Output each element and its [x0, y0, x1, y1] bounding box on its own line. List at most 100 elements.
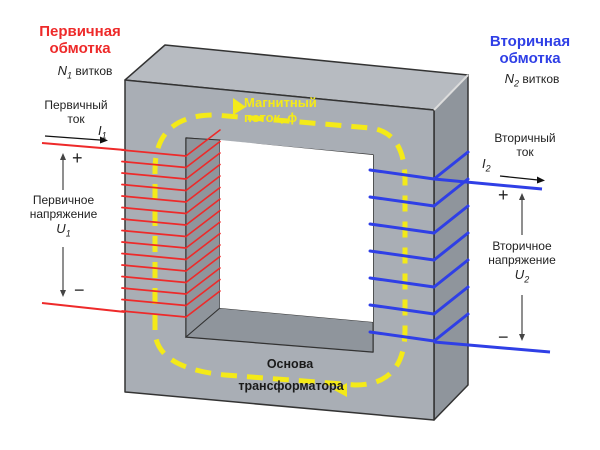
secondary-coil-turn	[368, 276, 436, 289]
secondary-current-arrow	[499, 175, 539, 181]
primary-current-arrow	[44, 135, 101, 141]
core-bevel	[433, 74, 469, 111]
primary-plus: +	[72, 148, 83, 168]
secondary-lead-top	[433, 177, 543, 191]
secondary-coil-back	[432, 177, 470, 208]
primary-coil-back	[185, 244, 221, 272]
primary-voltage-arrowhead-down	[60, 290, 66, 297]
secondary-voltage-symbol: U2	[514, 266, 530, 285]
core-label: Основа трансформатора	[215, 357, 405, 394]
primary-current-label: Первичный ток	[36, 98, 116, 127]
secondary-turns-symbol: N2	[504, 71, 520, 89]
secondary-coil-back	[432, 204, 470, 235]
primary-lead-top	[41, 142, 126, 151]
secondary-voltage-line2: напряжение	[488, 252, 556, 267]
primary-title-line1: Первичная	[39, 23, 121, 40]
primary-current-arrowhead	[100, 136, 108, 144]
secondary-coil-turn	[368, 168, 436, 181]
primary-winding-title: Первичная обмотка	[28, 23, 132, 58]
primary-coil-turn	[121, 149, 187, 157]
primary-coil-back	[185, 198, 221, 226]
secondary-title-line2: обмотка	[499, 50, 561, 68]
secondary-coil-turn	[368, 249, 436, 262]
primary-coil-turn	[121, 275, 187, 284]
secondary-current-arrowhead	[537, 176, 545, 184]
primary-turns: N1 витков	[45, 63, 125, 81]
primary-coil-turn	[121, 310, 187, 318]
primary-coil-back	[185, 175, 221, 203]
primary-coil-back	[185, 267, 221, 295]
flux-arrow-top	[233, 98, 246, 115]
core-line2: трансформатора	[238, 379, 344, 394]
primary-coil-back	[185, 140, 221, 169]
primary-coil-back	[185, 232, 221, 261]
primary-coil-turn	[121, 287, 187, 295]
secondary-voltage-label: Вторичное напряжение U2	[476, 239, 568, 285]
secondary-coil-turn	[368, 195, 436, 208]
core-line1: Основа	[266, 357, 314, 371]
flux-line1: Магнитный	[244, 95, 317, 110]
flux-symbol: ϕ	[287, 109, 298, 125]
secondary-current-line2: ток	[516, 144, 534, 159]
primary-voltage-line1: Первичное	[32, 193, 95, 207]
primary-coil-back	[185, 221, 221, 249]
primary-coil-back	[185, 152, 221, 180]
primary-coil-turn	[121, 218, 187, 226]
primary-coil-back	[185, 186, 221, 215]
primary-coil-turn	[121, 229, 187, 238]
secondary-minus: −	[498, 327, 509, 347]
primary-coil-back	[185, 278, 221, 307]
secondary-title-line1: Вторичная	[489, 33, 571, 50]
secondary-plus: +	[498, 185, 509, 205]
primary-coil-turn	[121, 298, 187, 307]
primary-voltage-arrowhead-up	[60, 153, 66, 160]
primary-voltage-label: Первичное напряжение U1	[16, 193, 111, 239]
secondary-coil	[368, 150, 470, 343]
secondary-coil-back	[432, 231, 470, 262]
flux-arrow-bottom	[334, 383, 347, 397]
flux-line2: поток, ϕ	[244, 109, 298, 125]
secondary-coil-turn	[368, 222, 436, 235]
secondary-coil-back	[432, 285, 470, 316]
secondary-voltage-arrowhead-down	[519, 334, 525, 341]
window-opening	[220, 140, 373, 322]
primary-coil-turn	[121, 172, 187, 180]
secondary-turns: N2 витков	[492, 71, 572, 89]
primary-coil-turn	[121, 195, 187, 203]
primary-current-line1: Первичный	[44, 98, 108, 112]
secondary-coil-turn	[368, 303, 436, 316]
primary-coil-turn	[121, 183, 187, 192]
primary-lead-bottom	[41, 302, 126, 313]
primary-minus: −	[74, 280, 85, 300]
primary-coil-back	[185, 129, 221, 157]
secondary-lead-bottom	[433, 340, 551, 354]
primary-coil-turn	[121, 264, 187, 272]
secondary-voltage-line1: Вторичное	[492, 239, 552, 253]
secondary-current-label: Вторичный ток	[480, 131, 570, 160]
primary-turns-symbol: N1	[57, 63, 73, 81]
primary-voltage-line2: напряжение	[29, 206, 98, 221]
primary-coil-turn	[121, 252, 187, 261]
secondary-coil-back	[432, 258, 470, 289]
primary-current-line2: ток	[67, 111, 85, 126]
secondary-voltage-arrowhead-up	[519, 193, 525, 200]
secondary-coil-back	[432, 312, 470, 343]
primary-voltage-symbol: U1	[56, 220, 71, 239]
primary-coil-back	[185, 290, 221, 318]
flux-label: Магнитный поток, ϕ	[244, 95, 317, 126]
flux-path	[152, 112, 408, 388]
primary-coil-turn	[121, 160, 187, 169]
primary-coil-turn	[121, 206, 187, 215]
secondary-coil-back	[432, 150, 470, 181]
secondary-current-symbol: I2	[482, 156, 491, 174]
primary-coil-back	[185, 255, 221, 284]
secondary-current-line1: Вторичный	[494, 131, 556, 145]
secondary-turns-label: витков	[522, 72, 560, 86]
primary-coil	[121, 129, 221, 318]
secondary-winding-title: Вторичная обмотка	[478, 33, 582, 68]
secondary-coil-turn	[368, 330, 436, 343]
primary-title-line2: обмотка	[49, 40, 111, 58]
primary-coil-turn	[121, 241, 187, 249]
primary-turns-label: витков	[75, 64, 113, 78]
